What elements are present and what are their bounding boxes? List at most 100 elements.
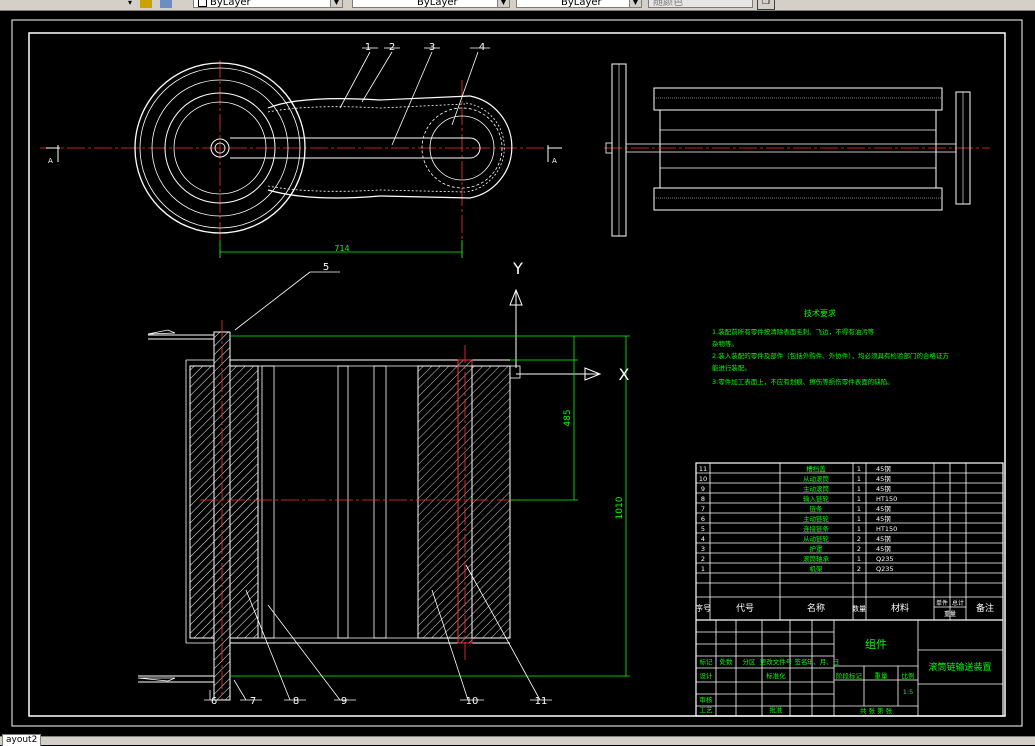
dimension-714: 714 (334, 244, 349, 253)
axis-y-label: Y (512, 259, 523, 278)
tab-layout2[interactable]: ayout2 (2, 734, 42, 746)
layout-tab-strip: ayout2 (0, 734, 1035, 746)
bom-name: 连接链条 (803, 524, 830, 533)
bom-mat: 45钢 (876, 545, 891, 553)
bom-no: 9 (701, 485, 705, 493)
plotstyle-combo-value: 随颜色 (653, 0, 683, 8)
tech-requirements-title: 技术要求 (804, 308, 836, 318)
bom-mat: 45钢 (876, 475, 891, 483)
bom-qty: 1 (857, 475, 861, 483)
bom-no: 2 (701, 555, 705, 563)
tech-requirement-line-2: 杂物等。 (712, 339, 738, 348)
title-block-mark: 标记 (700, 657, 714, 666)
bom-qty: 1 (857, 515, 861, 523)
tech-requirement-line-5: 3.零件加工表面上，不应有划痕、擦伤等损伤零件表面的缺陷。 (712, 377, 894, 386)
bom-name: 从动链轮 (803, 534, 830, 543)
bom-mat: Q235 (876, 555, 894, 563)
bom-grid (695, 462, 1004, 717)
bom-mat: 45钢 (876, 515, 891, 523)
drawing-canvas[interactable]: 1 2 3 4 A A 714 (0, 11, 1035, 736)
layer-previous-icon[interactable] (140, 0, 152, 8)
bom-no: 5 (701, 525, 705, 533)
cad-drawing: 1 2 3 4 A A 714 (11, 19, 1023, 727)
bom-qty: 1 (857, 505, 861, 513)
bom-qty: 1 (857, 525, 861, 533)
bom-no: 11 (699, 465, 707, 473)
callout-1: 1 (365, 42, 371, 53)
bom-header-weight: 重量 (944, 610, 956, 618)
properties-toolbar: ▾ ByLayer ▼ ByLayer ▼ ByLayer ▼ 随颜色 ❐ (0, 0, 1035, 11)
bom-no: 3 (701, 545, 705, 553)
callout-8: 8 (293, 696, 299, 707)
bom-header-total: 总计 (952, 599, 964, 607)
bom-header-name: 名称 (807, 602, 825, 614)
bom-name: 输入链轮 (803, 494, 830, 503)
bom-header-qty: 数量 (852, 604, 866, 613)
title-block-part: 组件 (865, 637, 887, 651)
plotstyle-combo[interactable]: 随颜色 (648, 0, 753, 8)
bom-qty: 2 (857, 545, 861, 553)
bom-name: 滚筒轴承 (803, 554, 830, 563)
bom-no: 8 (701, 495, 705, 503)
bom-mat: Q235 (876, 565, 894, 573)
bom-no: 6 (701, 515, 705, 523)
chevron-down-icon[interactable]: ▼ (497, 0, 509, 7)
lineweight-combo-value: ByLayer (561, 0, 602, 8)
linetype-combo-value: ByLayer (417, 0, 458, 8)
dimension-1010: 1010 (615, 496, 625, 519)
tech-requirement-line-1: 1.装配前所有零件按清除表面毛刺、飞边，不得有油污等 (712, 327, 875, 336)
bom-qty: 1 (857, 465, 861, 473)
bom-name: 主动链轮 (803, 514, 830, 523)
callout-7: 7 (250, 696, 256, 707)
title-block-zone: 分区 (743, 657, 757, 666)
color-combo[interactable]: ByLayer ▼ (193, 0, 343, 8)
bom-mat: 45钢 (876, 505, 891, 513)
section-mark-left: A (48, 157, 53, 165)
tech-requirement-line-3: 2.装入装配的零件及部件（包括外购件、外协件），均必须具有检验部门的合格证方 (712, 351, 949, 360)
chevron-down-icon[interactable]: ▼ (629, 0, 641, 7)
linetype-combo[interactable]: ByLayer ▼ (352, 0, 510, 8)
title-block-doc: 更改文件号 (760, 657, 793, 666)
layer-state-icon[interactable]: ▾ (128, 0, 133, 7)
title-block-scale: 比例 (902, 671, 915, 680)
callout-9: 9 (341, 696, 347, 707)
bom-mat: 45钢 (876, 485, 891, 493)
color-swatch-icon (198, 0, 207, 7)
sheet-inner-border (28, 32, 1006, 717)
front-view (604, 63, 990, 237)
bom-no: 1 (701, 565, 705, 573)
bom-name: 槽挡盖 (806, 464, 826, 473)
callout-4: 4 (479, 42, 485, 53)
callout-10: 10 (466, 696, 479, 707)
title-block-sheet: 共 张 第 张 (860, 706, 893, 715)
title-block-review: 审核 (700, 695, 714, 704)
bom-name: 从动滚筒 (803, 474, 830, 483)
callout-6: 6 (211, 696, 217, 707)
title-block-weight: 重量 (875, 672, 889, 680)
bom-header-no: 序号 (695, 603, 711, 613)
section-view (137, 271, 630, 701)
bom-mat: HT150 (876, 525, 897, 533)
bom-qty: 1 (857, 495, 861, 503)
title-block-sign: 签名 (795, 657, 808, 666)
bom-mat: 45钢 (876, 465, 891, 473)
bom-qty: 2 (857, 535, 861, 543)
color-combo-value: ByLayer (210, 0, 251, 8)
callout-3: 3 (429, 42, 435, 53)
title-block-text: 组件 滚筒链输送装置 标记 处数 分区 更改文件号 签名 年、月、日 设计 标准… (700, 637, 992, 715)
bom-qty: 2 (857, 565, 861, 573)
bom-mat: HT150 (876, 495, 897, 503)
title-block-date: 年、月、日 (807, 657, 840, 666)
layer-tools-icon[interactable] (160, 0, 172, 8)
lineweight-combo[interactable]: ByLayer ▼ (516, 0, 642, 8)
bom-header-material: 材料 (891, 602, 909, 614)
title-block-count: 处数 (720, 657, 734, 666)
title-block-stage: 阶段标记 (836, 671, 863, 680)
window-restore-button[interactable]: ❐ (757, 0, 775, 10)
side-view (40, 47, 562, 258)
bom-no: 10 (699, 475, 707, 483)
bom-name: 机架 (810, 564, 824, 573)
bom-no: 4 (701, 535, 705, 543)
title-block-standard: 标准化 (766, 671, 786, 680)
chevron-down-icon[interactable]: ▼ (330, 0, 342, 7)
